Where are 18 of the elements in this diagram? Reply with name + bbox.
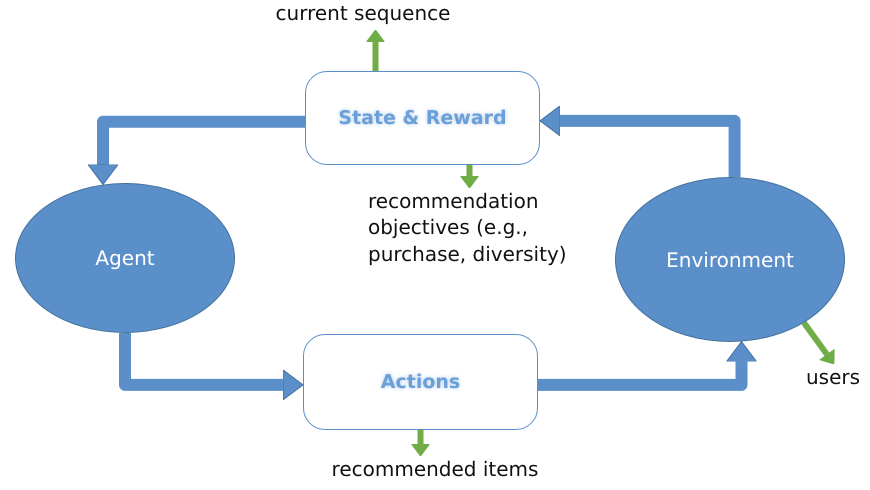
arrow	[119, 333, 304, 400]
ellipse-label: Agent	[95, 246, 155, 270]
output-label: recommendation objectives (e.g., purchase, diversity)	[368, 188, 568, 268]
rounded-box	[305, 71, 540, 165]
arrow	[366, 30, 385, 71]
box-label: Actions	[380, 371, 460, 393]
arrow	[460, 165, 479, 188]
arrow	[88, 116, 305, 186]
arrow	[411, 430, 430, 456]
rounded-box	[303, 334, 538, 430]
ellipse-label: Environment	[666, 248, 794, 272]
arrow	[540, 105, 741, 178]
output-label: current sequence	[276, 0, 450, 26]
box-label: State & Reward	[338, 107, 507, 129]
output-label: recommended items	[332, 456, 538, 482]
arrow	[538, 341, 757, 391]
output-label: users	[806, 364, 860, 390]
arrow	[802, 320, 835, 364]
